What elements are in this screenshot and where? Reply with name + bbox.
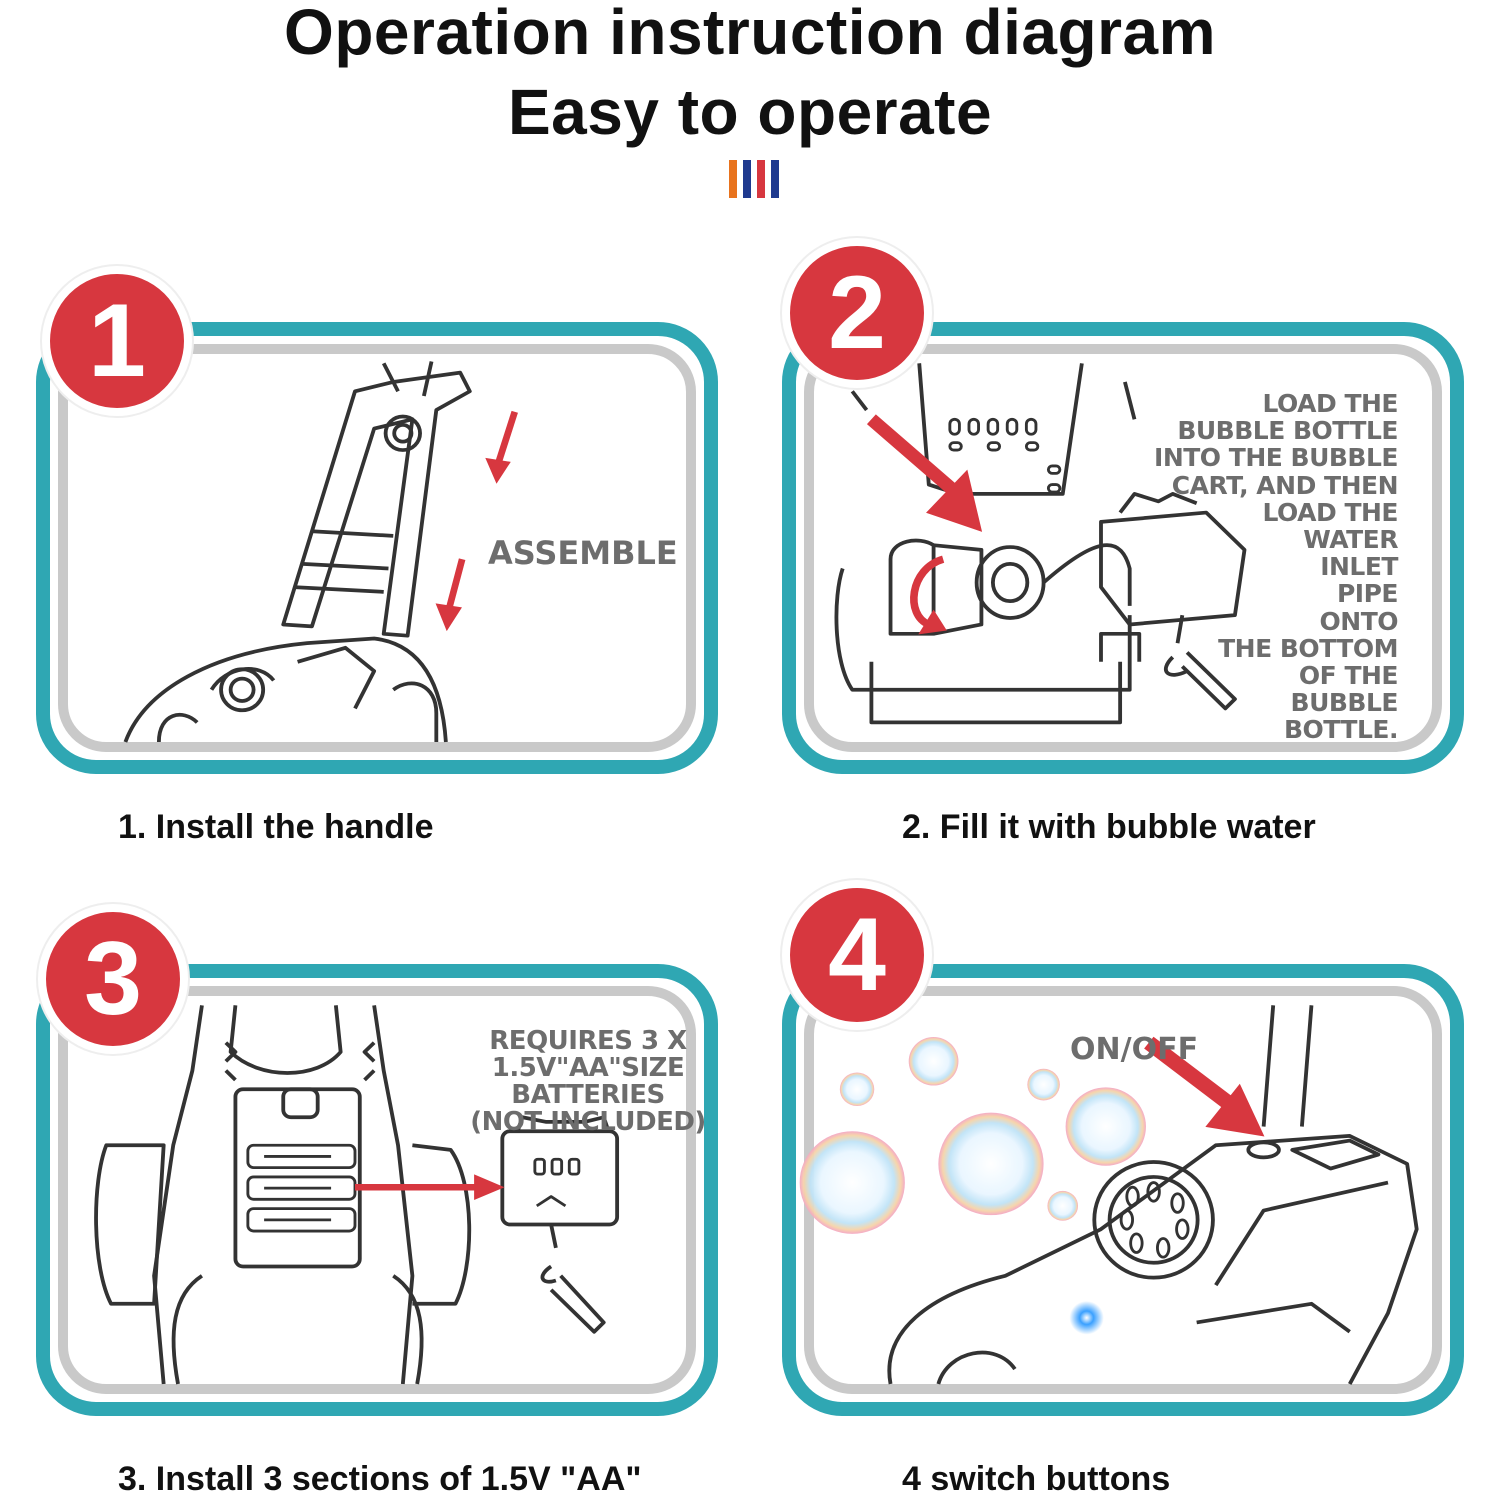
power-switch-illustration bbox=[799, 1005, 1419, 1385]
stripe bbox=[729, 160, 737, 198]
step-1-caption: 1. Install the handle bbox=[118, 808, 434, 846]
bubbles bbox=[799, 1037, 1146, 1234]
decorative-stripes bbox=[729, 160, 785, 198]
stripe bbox=[743, 160, 751, 198]
step-1-panel: ASSEMBLE bbox=[36, 322, 718, 774]
step-2-panel: LOAD THE BUBBLE BOTTLE INTO THE BUBBLE C… bbox=[782, 322, 1464, 774]
battery-compartment-illustration bbox=[94, 1005, 620, 1385]
step-3-panel: REQUIRES 3 X 1.5V"AA"SIZE BATTERIES (NOT… bbox=[36, 964, 718, 1416]
page-subtitle: Easy to operate bbox=[507, 76, 993, 148]
step-4-badge: 4 bbox=[782, 880, 932, 1030]
handle-assembly-illustration bbox=[123, 361, 518, 743]
step-4-caption: 4 switch buttons bbox=[902, 1460, 1171, 1498]
on-off-label: ON/OFF bbox=[1070, 1032, 1199, 1067]
step-3-badge: 3 bbox=[38, 904, 188, 1054]
stripe bbox=[757, 160, 765, 198]
step-1-badge: 1 bbox=[42, 266, 192, 416]
battery-requirement-label: REQUIRES 3 X 1.5V"AA"SIZE BATTERIES (NOT… bbox=[470, 1026, 706, 1137]
page-title: Operation instruction diagram bbox=[284, 0, 1216, 68]
step-3-caption: 3. Install 3 sections of 1.5V "AA" bbox=[118, 1460, 642, 1498]
step-2-badge: 2 bbox=[782, 238, 932, 388]
step-2-caption: 2. Fill it with bubble water bbox=[902, 808, 1316, 846]
stripe bbox=[771, 160, 779, 198]
assemble-label: ASSEMBLE bbox=[488, 534, 678, 572]
step-4-panel: ON/OFF bbox=[782, 964, 1464, 1416]
bubble-bottle-illustration bbox=[834, 363, 1247, 725]
bubble-bottle-instructions: LOAD THE BUBBLE BOTTLE INTO THE BUBBLE C… bbox=[1154, 389, 1398, 745]
